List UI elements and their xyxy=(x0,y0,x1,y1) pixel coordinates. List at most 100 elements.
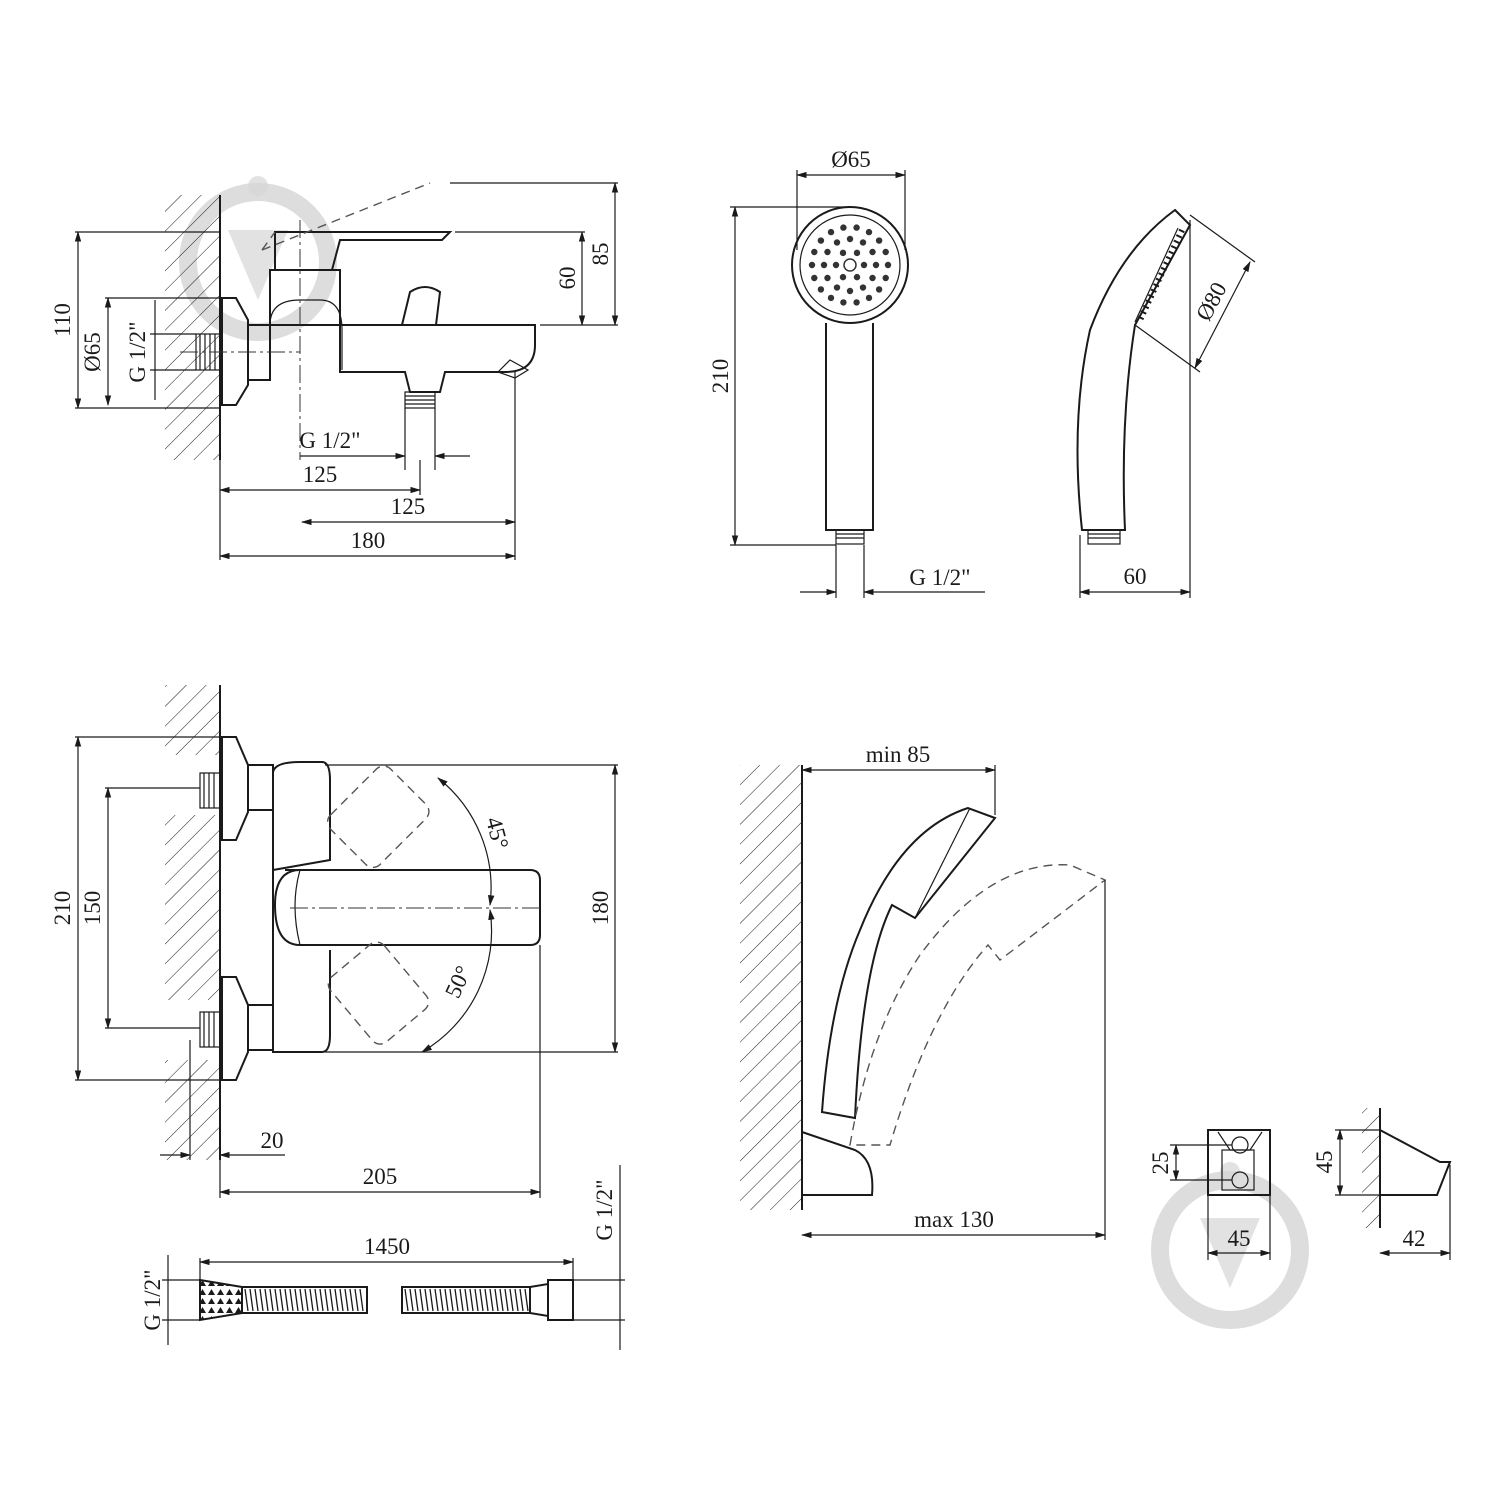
hose-rib xyxy=(474,1288,479,1312)
hose-rib xyxy=(419,1288,424,1312)
nozzle-dot xyxy=(853,249,861,257)
dim-hose-right-thread-label: G 1/2" xyxy=(592,1179,617,1240)
hose-rib xyxy=(334,1288,339,1312)
nozzle-dot xyxy=(808,261,816,269)
nozzle-dot xyxy=(820,261,828,269)
hose-rib xyxy=(354,1288,359,1312)
nozzle-dot xyxy=(882,248,889,256)
dim-60-label: 60 xyxy=(555,267,580,290)
hose-rib xyxy=(254,1288,259,1312)
hose-rib xyxy=(449,1288,454,1312)
nozzle-dot xyxy=(827,294,835,302)
dim-60-width-label: 60 xyxy=(1124,564,1147,589)
nozzle-dot xyxy=(882,274,889,282)
diverter-knob xyxy=(401,286,442,326)
hand-shower-side-view: Ø80 60 xyxy=(1076,208,1256,598)
hose-rib xyxy=(439,1288,444,1312)
dim-1450-label: 1450 xyxy=(364,1234,410,1259)
hose-rib xyxy=(524,1288,529,1312)
dim-flange-diameter-label: Ø65 xyxy=(80,332,105,372)
hose-rib xyxy=(489,1288,494,1312)
hose-rib xyxy=(319,1288,324,1312)
dim-side-diameter-label: Ø80 xyxy=(1191,278,1232,325)
hose-rib xyxy=(329,1288,334,1312)
lower-inlet-thread-icon xyxy=(199,1011,223,1048)
nozzle-dot xyxy=(869,274,876,282)
nozzle-dot xyxy=(840,224,847,231)
holder-base xyxy=(801,1130,874,1196)
wall-hatch xyxy=(165,195,220,460)
hose-ribs-right-icon xyxy=(404,1288,529,1312)
nozzle-dot xyxy=(846,235,854,243)
nozzle-dot xyxy=(865,294,873,302)
hose-right-nut xyxy=(547,1279,574,1321)
holder-mount-view: min 85 max 130 xyxy=(740,742,1107,1240)
hose-rib xyxy=(299,1288,304,1312)
dim-125b-label: 125 xyxy=(391,494,426,519)
hose-rib xyxy=(279,1288,284,1312)
shower-side-outline xyxy=(1076,208,1192,531)
hose-rib xyxy=(484,1288,489,1312)
dim-head-diameter-label: Ø65 xyxy=(831,147,871,172)
hose-rib xyxy=(294,1288,299,1312)
hose-rib xyxy=(504,1288,509,1312)
dim-outlet-thread-label: G 1/2" xyxy=(299,428,360,453)
dim-min85-label: min 85 xyxy=(866,742,931,767)
nozzle-dot xyxy=(839,273,847,281)
nozzle-dot xyxy=(833,284,841,291)
mixer-body xyxy=(270,324,536,393)
holder-shower xyxy=(820,806,997,1120)
hose-ribs-left-icon xyxy=(244,1288,364,1312)
nozzle-dot xyxy=(811,274,818,282)
top-lever xyxy=(273,869,541,946)
nozzle-dot xyxy=(859,284,867,291)
nozzle-dot xyxy=(817,237,825,244)
hose-rib xyxy=(514,1288,519,1312)
hose-rib xyxy=(324,1288,329,1312)
hose-rib xyxy=(274,1288,279,1312)
nozzle-dot xyxy=(824,274,831,282)
dim-180-label: 180 xyxy=(351,528,386,553)
holder-side-view: 45 42 xyxy=(1312,1108,1452,1260)
hose-rib xyxy=(349,1288,354,1312)
dim-25-label: 25 xyxy=(1148,1152,1173,1175)
shower-nozzles-icon xyxy=(808,224,892,306)
hose-rib xyxy=(409,1288,414,1312)
nozzle-dot xyxy=(859,239,867,246)
nozzle-dot xyxy=(869,248,876,256)
nozzle-dot xyxy=(840,299,847,306)
hose-rib xyxy=(359,1288,364,1312)
nozzle-dot xyxy=(860,261,868,269)
outlet-thread-icon xyxy=(404,391,436,409)
dim-max130-label: max 130 xyxy=(914,1207,994,1232)
hose-rib xyxy=(434,1288,439,1312)
dim-side-45-label: 45 xyxy=(1312,1151,1337,1174)
nozzle-dot xyxy=(875,237,883,244)
side-nozzles-icon xyxy=(1137,228,1185,322)
nozzle-dot xyxy=(853,299,860,306)
dim-210-label: 210 xyxy=(708,359,733,394)
hose-rib xyxy=(429,1288,434,1312)
hose-rib xyxy=(289,1288,294,1312)
hose-rib xyxy=(424,1288,429,1312)
dim-shower-thread-label: G 1/2" xyxy=(909,565,970,590)
hose-rib xyxy=(444,1288,449,1312)
nozzle-dot xyxy=(832,261,840,269)
nozzle-dot xyxy=(853,224,860,231)
hose-rib xyxy=(459,1288,464,1312)
hose-view: 1450 G 1/2" G 1/2" xyxy=(140,1165,625,1350)
hose-rib xyxy=(499,1288,504,1312)
nozzle-dot xyxy=(817,286,825,293)
dim-20-label: 20 xyxy=(261,1128,284,1153)
nozzle-dot xyxy=(833,239,841,246)
nozzle-dot xyxy=(824,248,831,256)
dim-85-label: 85 xyxy=(588,243,613,266)
hose-rib xyxy=(464,1288,469,1312)
dim-42-label: 42 xyxy=(1403,1226,1426,1251)
dim-150-label: 150 xyxy=(80,891,105,926)
hose-rib xyxy=(519,1288,524,1312)
hose-rib xyxy=(304,1288,309,1312)
hose-rib xyxy=(309,1288,314,1312)
hose-rib xyxy=(414,1288,419,1312)
nozzle-dot xyxy=(872,261,880,269)
